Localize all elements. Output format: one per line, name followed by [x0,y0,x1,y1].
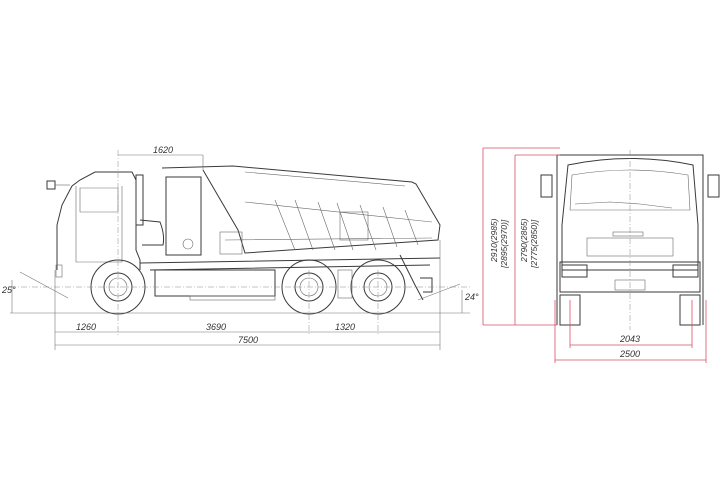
dim-2043: 2043 [619,334,640,344]
dim-height-2775: [2775(2850)] [529,219,539,269]
logo-badge [612,231,644,237]
pump [219,231,243,255]
angle-24: 24° [464,292,479,302]
rear-hitch [399,254,433,301]
cab-door [75,186,123,263]
dim-1320: 1320 [335,322,355,332]
body-front-wall [165,176,202,256]
body-outline [556,154,704,325]
hydraulic-reel [182,238,194,250]
cab [56,171,141,270]
dim-7500: 7500 [238,335,258,345]
left-headlight [561,264,588,278]
right-headlight [672,264,699,278]
dim-height-2790: 2790(2865) [519,218,529,263]
front-view-dimensions: 2910(2985) [2895(2970)] 2790(2865) [2775… [482,147,707,363]
dim-2500: 2500 [619,349,640,359]
front-view-truck [540,150,720,330]
dim-1260: 1260 [76,322,96,332]
dim-height-2910: 2910(2985) [489,218,499,263]
right-tyre [679,294,701,326]
left-mirror [540,174,553,198]
dump-body [161,165,441,254]
side-view-dimensions: 1620 1260 3690 1320 7500 25° 24° [1,145,479,350]
right-mirror [707,174,720,198]
tank [139,219,165,246]
side-view-truck [46,165,441,315]
dim-height-2895: [2895(2970)] [499,219,509,269]
cab-window [79,187,119,213]
wipers [574,201,673,209]
air-intake [135,174,144,226]
mirror [46,180,56,190]
bumper [559,261,701,293]
angle-25: 25° [1,285,16,295]
departure-angle-line [417,283,463,313]
dim-1620: 1620 [153,145,173,155]
side-box [154,269,276,297]
dim-3690: 3690 [206,322,226,332]
approach-angle-line [11,271,69,313]
windshield [569,169,691,211]
headlight [55,264,63,278]
suspension [337,269,353,299]
